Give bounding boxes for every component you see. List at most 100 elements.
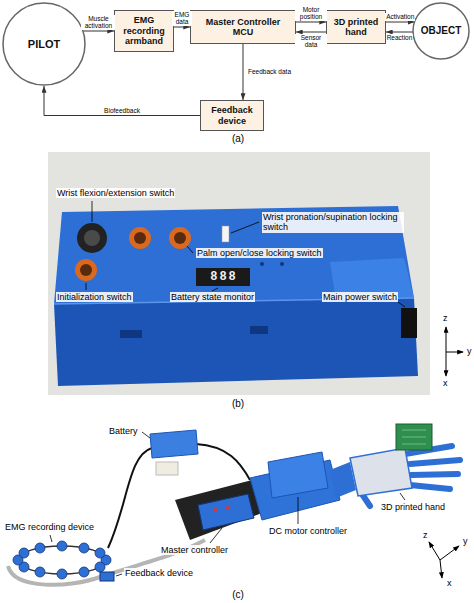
- panel-label: (b): [222, 398, 254, 410]
- part-label: Wrist flexion/extension switch: [56, 188, 175, 198]
- leader-line: [86, 283, 87, 290]
- display-readout: 888: [196, 268, 252, 286]
- part-label: EMG recording device: [4, 522, 95, 532]
- edge-label: Muscle activation: [81, 15, 115, 30]
- node-text-group: 3D printed hand: [331, 17, 381, 38]
- finger: [410, 485, 450, 489]
- knob-center: [84, 230, 100, 246]
- hole: [260, 262, 264, 266]
- axis-label: y: [466, 346, 473, 356]
- circle-shape: [413, 3, 469, 59]
- leader-line: [298, 497, 299, 524]
- slide-switch: [222, 226, 229, 242]
- part-label: Battery state monitor: [170, 292, 255, 302]
- board-traces: [402, 430, 426, 444]
- edge-label: Activation: [385, 13, 415, 20]
- process-box: EMG recording armband: [114, 10, 174, 52]
- edge-label: Sensor data: [295, 34, 327, 49]
- edge-label: Motor position: [295, 6, 327, 21]
- node-label: Feedback device: [206, 105, 258, 126]
- node-text-group: OBJECT: [421, 25, 462, 37]
- button-center: [174, 232, 186, 244]
- electrode: [19, 548, 29, 558]
- process-box: 3D printed hand: [326, 10, 386, 44]
- motor-controller-box: [268, 452, 328, 498]
- init-button: [75, 259, 97, 281]
- part-label: Feedback device: [124, 568, 194, 578]
- button-center: [134, 232, 146, 244]
- connector: [296, 32, 326, 33]
- axis-y: [446, 352, 463, 353]
- knob-switch: [77, 223, 107, 253]
- emg-electrodes: [13, 541, 111, 579]
- power-switch: [401, 308, 417, 338]
- finger: [411, 474, 458, 475]
- axis-label: y: [462, 536, 469, 546]
- photo-background: [48, 152, 430, 395]
- button-dot: [213, 508, 217, 512]
- housing-front: [54, 298, 418, 386]
- leader-line: [212, 288, 218, 291]
- panel-label: (a): [222, 133, 254, 145]
- cable: [196, 444, 250, 480]
- electrode: [57, 569, 67, 579]
- cable: [108, 448, 152, 548]
- connector: [296, 22, 326, 23]
- axes: [429, 542, 459, 578]
- axes: [446, 327, 463, 376]
- axis-label: z: [442, 313, 449, 323]
- controller-photo: [48, 152, 463, 395]
- axis-y: [440, 546, 459, 560]
- part-label: Initialization switch: [56, 292, 133, 302]
- edge-label: EMG data: [172, 11, 192, 26]
- electrode: [35, 543, 45, 553]
- hole: [280, 262, 284, 266]
- edge-label: Feedback data: [247, 68, 292, 75]
- axis-label: x: [446, 578, 453, 588]
- panel-label: (c): [222, 589, 254, 601]
- button-center: [80, 264, 92, 276]
- master-controller-box: [198, 494, 254, 530]
- leader-line: [92, 201, 93, 222]
- connector: [243, 44, 244, 100]
- axis-z: [446, 327, 447, 352]
- axis-label: x: [442, 378, 449, 388]
- node-text-group: EMG recording armband: [119, 15, 169, 46]
- system-photo: [8, 424, 460, 585]
- connector: [174, 27, 190, 28]
- palm: [350, 448, 412, 496]
- finger: [410, 460, 460, 464]
- leader-line: [116, 574, 122, 576]
- leader-lines: [86, 201, 405, 307]
- node-text-group: Feedback device: [206, 105, 258, 126]
- connector: [386, 32, 413, 33]
- housing-top: [54, 206, 414, 304]
- electrode: [57, 541, 67, 551]
- process-box: Master Controller MCU: [190, 10, 296, 44]
- node-label: Master Controller MCU: [199, 17, 287, 38]
- node-text-group: Master Controller MCU: [199, 17, 287, 38]
- feedback-unit: [100, 572, 114, 581]
- edge-label: Reaction: [386, 34, 414, 41]
- connector: [44, 86, 200, 116]
- actor-circle: PILOT: [2, 2, 86, 86]
- sensor-board: [396, 424, 432, 450]
- electrode: [95, 562, 105, 572]
- connector: [83, 31, 114, 32]
- leader-line: [231, 222, 259, 233]
- edge-label: Biofeedback: [103, 107, 141, 114]
- electrode: [79, 543, 89, 553]
- locking-button: [129, 227, 151, 249]
- part-label: Palm open/close locking switch: [196, 248, 323, 258]
- node-label: EMG recording armband: [119, 15, 169, 46]
- part-label: DC motor controller: [268, 526, 348, 536]
- spool: [156, 462, 178, 475]
- node-label: 3D printed hand: [331, 17, 381, 38]
- port: [250, 326, 268, 334]
- node-text-group: PILOT: [28, 38, 60, 51]
- axis-x: [446, 352, 447, 376]
- node-label: PILOT: [28, 38, 60, 51]
- circle-shape: [3, 3, 85, 85]
- axis-z: [429, 542, 440, 560]
